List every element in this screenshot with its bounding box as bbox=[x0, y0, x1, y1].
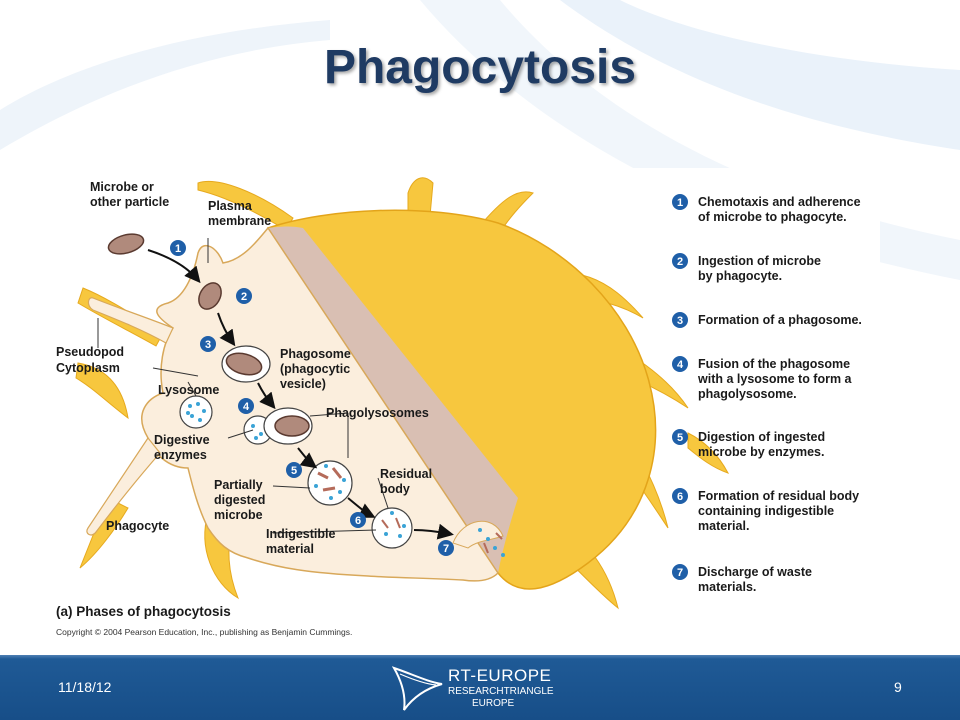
phagocytosis-figure: 1 2 3 4 5 6 7 Microbe or other particle … bbox=[48, 168, 880, 645]
phagocyte-outer-body bbox=[266, 209, 657, 590]
svg-text:Ingestion of microbe: Ingestion of microbe bbox=[698, 254, 821, 268]
step-legend: 1 Chemotaxis and adherence of microbe to… bbox=[672, 194, 862, 594]
residual-body bbox=[371, 507, 413, 549]
label-pointers bbox=[97, 238, 389, 534]
label-lysosome: Lysosome bbox=[158, 383, 219, 397]
diagram-labels: Microbe or other particle Plasma membran… bbox=[56, 180, 432, 556]
logo-mark-icon bbox=[392, 666, 443, 711]
left-pseudopod bbox=[87, 297, 174, 344]
discharged-waste bbox=[452, 520, 505, 557]
step-7: 7 Discharge of waste materials. bbox=[672, 564, 812, 594]
diagram-badge-7: 7 bbox=[438, 540, 454, 556]
svg-text:Digestion of ingested: Digestion of ingested bbox=[698, 430, 825, 444]
svg-text:5: 5 bbox=[677, 432, 683, 444]
footer-bar bbox=[0, 655, 960, 720]
label-digestive-1: Digestive bbox=[154, 433, 210, 447]
label-partially-1: Partially bbox=[214, 478, 263, 492]
svg-text:1: 1 bbox=[677, 197, 683, 209]
svg-text:4: 4 bbox=[677, 359, 684, 371]
svg-text:2: 2 bbox=[241, 291, 247, 303]
svg-text:5: 5 bbox=[291, 465, 297, 477]
figure-copyright: Copyright © 2004 Pearson Education, Inc.… bbox=[56, 627, 352, 637]
label-plasma-2: membrane bbox=[208, 214, 271, 228]
rt-europe-logo: RT-EUROPE RESEARCHTRIANGLE EUROPE bbox=[392, 662, 572, 716]
phagosome bbox=[221, 345, 271, 383]
label-microbe-2: other particle bbox=[90, 195, 169, 209]
diagram-badge-1: 1 bbox=[170, 240, 186, 256]
label-phagolysosomes: Phagolysosomes bbox=[326, 406, 429, 420]
svg-text:with a lysosome to form a: with a lysosome to form a bbox=[697, 372, 853, 386]
svg-text:material.: material. bbox=[698, 519, 749, 533]
label-phagosome-1: Phagosome bbox=[280, 347, 351, 361]
svg-text:containing indigestible: containing indigestible bbox=[698, 504, 834, 518]
svg-text:phagolysosome.: phagolysosome. bbox=[698, 387, 797, 401]
label-microbe-1: Microbe or bbox=[90, 180, 154, 194]
label-residual-1: Residual bbox=[380, 467, 432, 481]
logo-line-3: EUROPE bbox=[472, 698, 515, 709]
step-2: 2 Ingestion of microbe by phagocyte. bbox=[672, 253, 821, 283]
step-6: 6 Formation of residual body containing … bbox=[672, 488, 859, 533]
svg-text:Formation of residual body: Formation of residual body bbox=[698, 489, 859, 503]
logo-line-1: RT-EUROPE bbox=[448, 666, 552, 685]
diagram-badge-5: 5 bbox=[286, 462, 302, 478]
diagram-badge-2: 2 bbox=[236, 288, 252, 304]
label-partially-3: microbe bbox=[214, 508, 263, 522]
label-phagosome-2: (phagocytic bbox=[280, 362, 350, 376]
step-3: 3 Formation of a phagosome. bbox=[672, 312, 862, 328]
svg-text:3: 3 bbox=[205, 339, 211, 351]
svg-text:by phagocyte.: by phagocyte. bbox=[698, 269, 782, 283]
label-phagocyte: Phagocyte bbox=[106, 519, 169, 533]
lysosome bbox=[179, 395, 213, 429]
svg-text:Formation of a phagosome.: Formation of a phagosome. bbox=[698, 313, 862, 327]
svg-text:7: 7 bbox=[677, 567, 683, 579]
process-arrows bbox=[147, 249, 454, 540]
phagocytosis-diagram: 1 2 3 4 5 6 7 Microbe or other particle … bbox=[56, 177, 862, 637]
label-indigestible-1: Indigestible bbox=[266, 527, 336, 541]
diagram-step-badges: 1 2 3 4 5 6 7 bbox=[170, 240, 454, 556]
label-pseudopod: Pseudopod bbox=[56, 345, 124, 359]
svg-text:2: 2 bbox=[677, 256, 683, 268]
lower-pseudopod bbox=[86, 436, 161, 536]
slide-title: Phagocytosis bbox=[323, 41, 637, 94]
svg-text:6: 6 bbox=[355, 515, 361, 527]
cut-surface bbox=[268, 226, 518, 573]
svg-text:Discharge of waste: Discharge of waste bbox=[698, 565, 812, 579]
diagram-badge-4: 4 bbox=[238, 398, 254, 414]
svg-text:microbe by enzymes.: microbe by enzymes. bbox=[698, 445, 824, 459]
phagolysosome-digesting bbox=[307, 460, 353, 506]
figure-caption: (a) Phases of phagocytosis bbox=[56, 604, 231, 619]
footer-date: 11/18/12 bbox=[58, 679, 112, 695]
svg-text:1: 1 bbox=[175, 243, 181, 255]
label-cytoplasm: Cytoplasm bbox=[56, 361, 120, 375]
label-plasma-1: Plasma bbox=[208, 199, 253, 213]
label-phagosome-3: vesicle) bbox=[280, 377, 326, 391]
diagram-badge-6: 6 bbox=[350, 512, 366, 528]
label-indigestible-2: material bbox=[266, 542, 314, 556]
logo-line-2: RESEARCHTRIANGLE bbox=[448, 686, 554, 697]
phagolysosome-fusing bbox=[243, 407, 313, 445]
svg-text:Fusion of the phagosome: Fusion of the phagosome bbox=[698, 357, 850, 371]
label-digestive-2: enzymes bbox=[154, 448, 207, 462]
label-partially-2: digested bbox=[214, 493, 265, 507]
step-1: 1 Chemotaxis and adherence of microbe to… bbox=[672, 194, 861, 224]
ingested-microbe bbox=[198, 282, 222, 310]
step-4: 4 Fusion of the phagosome with a lysosom… bbox=[672, 356, 853, 401]
microbe bbox=[107, 233, 145, 255]
slide-number: 9 bbox=[894, 679, 902, 695]
svg-text:4: 4 bbox=[243, 401, 250, 413]
step-5: 5 Digestion of ingested microbe by enzym… bbox=[672, 429, 825, 459]
svg-text:Chemotaxis and adherence: Chemotaxis and adherence bbox=[698, 195, 861, 209]
svg-text:materials.: materials. bbox=[698, 580, 756, 594]
svg-text:6: 6 bbox=[677, 491, 683, 503]
svg-text:7: 7 bbox=[443, 543, 449, 555]
svg-text:of microbe to phagocyte.: of microbe to phagocyte. bbox=[698, 210, 847, 224]
svg-text:3: 3 bbox=[677, 315, 683, 327]
diagram-badge-3: 3 bbox=[200, 336, 216, 352]
label-residual-2: body bbox=[380, 482, 410, 496]
